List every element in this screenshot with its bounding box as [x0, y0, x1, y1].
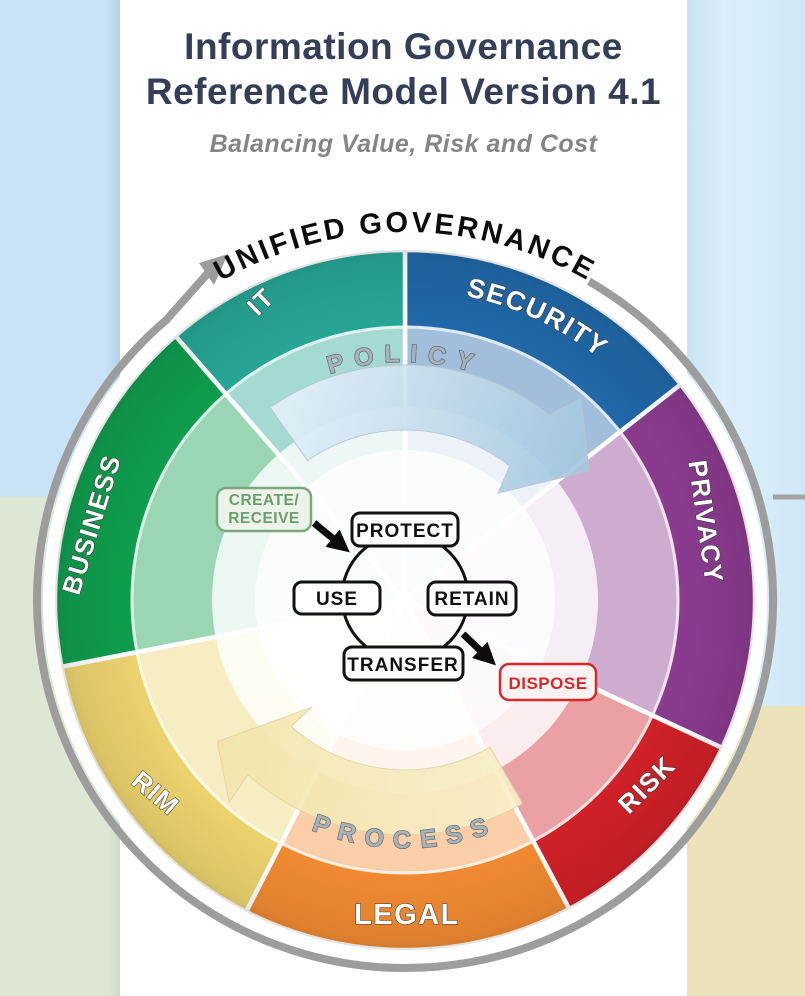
outer-white-gap: [43, 238, 767, 962]
center-disc-core: [255, 450, 555, 750]
ring-arrowhead-icon: [199, 254, 228, 285]
page-title-line1: Information Governance: [184, 26, 623, 67]
outer-gray-ring: [33, 277, 778, 972]
create-arrow-icon: [311, 520, 350, 553]
clockwise-arrow-bottom: [216, 706, 524, 836]
create-receive-box: [215, 486, 313, 533]
protect-label: PROTECT: [356, 521, 454, 542]
ring-arrow-shaft: [165, 270, 211, 321]
transfer-box: [342, 645, 465, 682]
protect-box: [350, 511, 460, 548]
transfer-label: TRANSFER: [347, 655, 458, 676]
page-title: Information Governance Reference Model V…: [120, 24, 687, 114]
use-box: [292, 580, 382, 616]
inner-band-edge: [130, 325, 680, 875]
page-title-line2: Reference Model Version 4.1: [145, 71, 662, 113]
clockwise-arrow-top: [269, 364, 590, 494]
dispose-box: [498, 662, 598, 702]
retain-box: [426, 580, 518, 617]
lifecycle-diagram: CREATE/ RECEIVE PROTECT USE RETAIN TRANS…: [215, 486, 598, 702]
page-subtitle: Balancing Value, Risk and Cost: [209, 130, 598, 158]
use-label: USE: [316, 589, 358, 610]
create-receive-label-line2: RECEIVE: [228, 510, 300, 527]
retain-label: RETAIN: [434, 589, 509, 610]
dispose-label: DISPOSE: [508, 674, 587, 693]
dispose-arrow-icon: [460, 631, 496, 666]
create-receive-label-line1: CREATE/: [229, 492, 300, 509]
segment-label-legal: LEGAL: [354, 899, 460, 931]
